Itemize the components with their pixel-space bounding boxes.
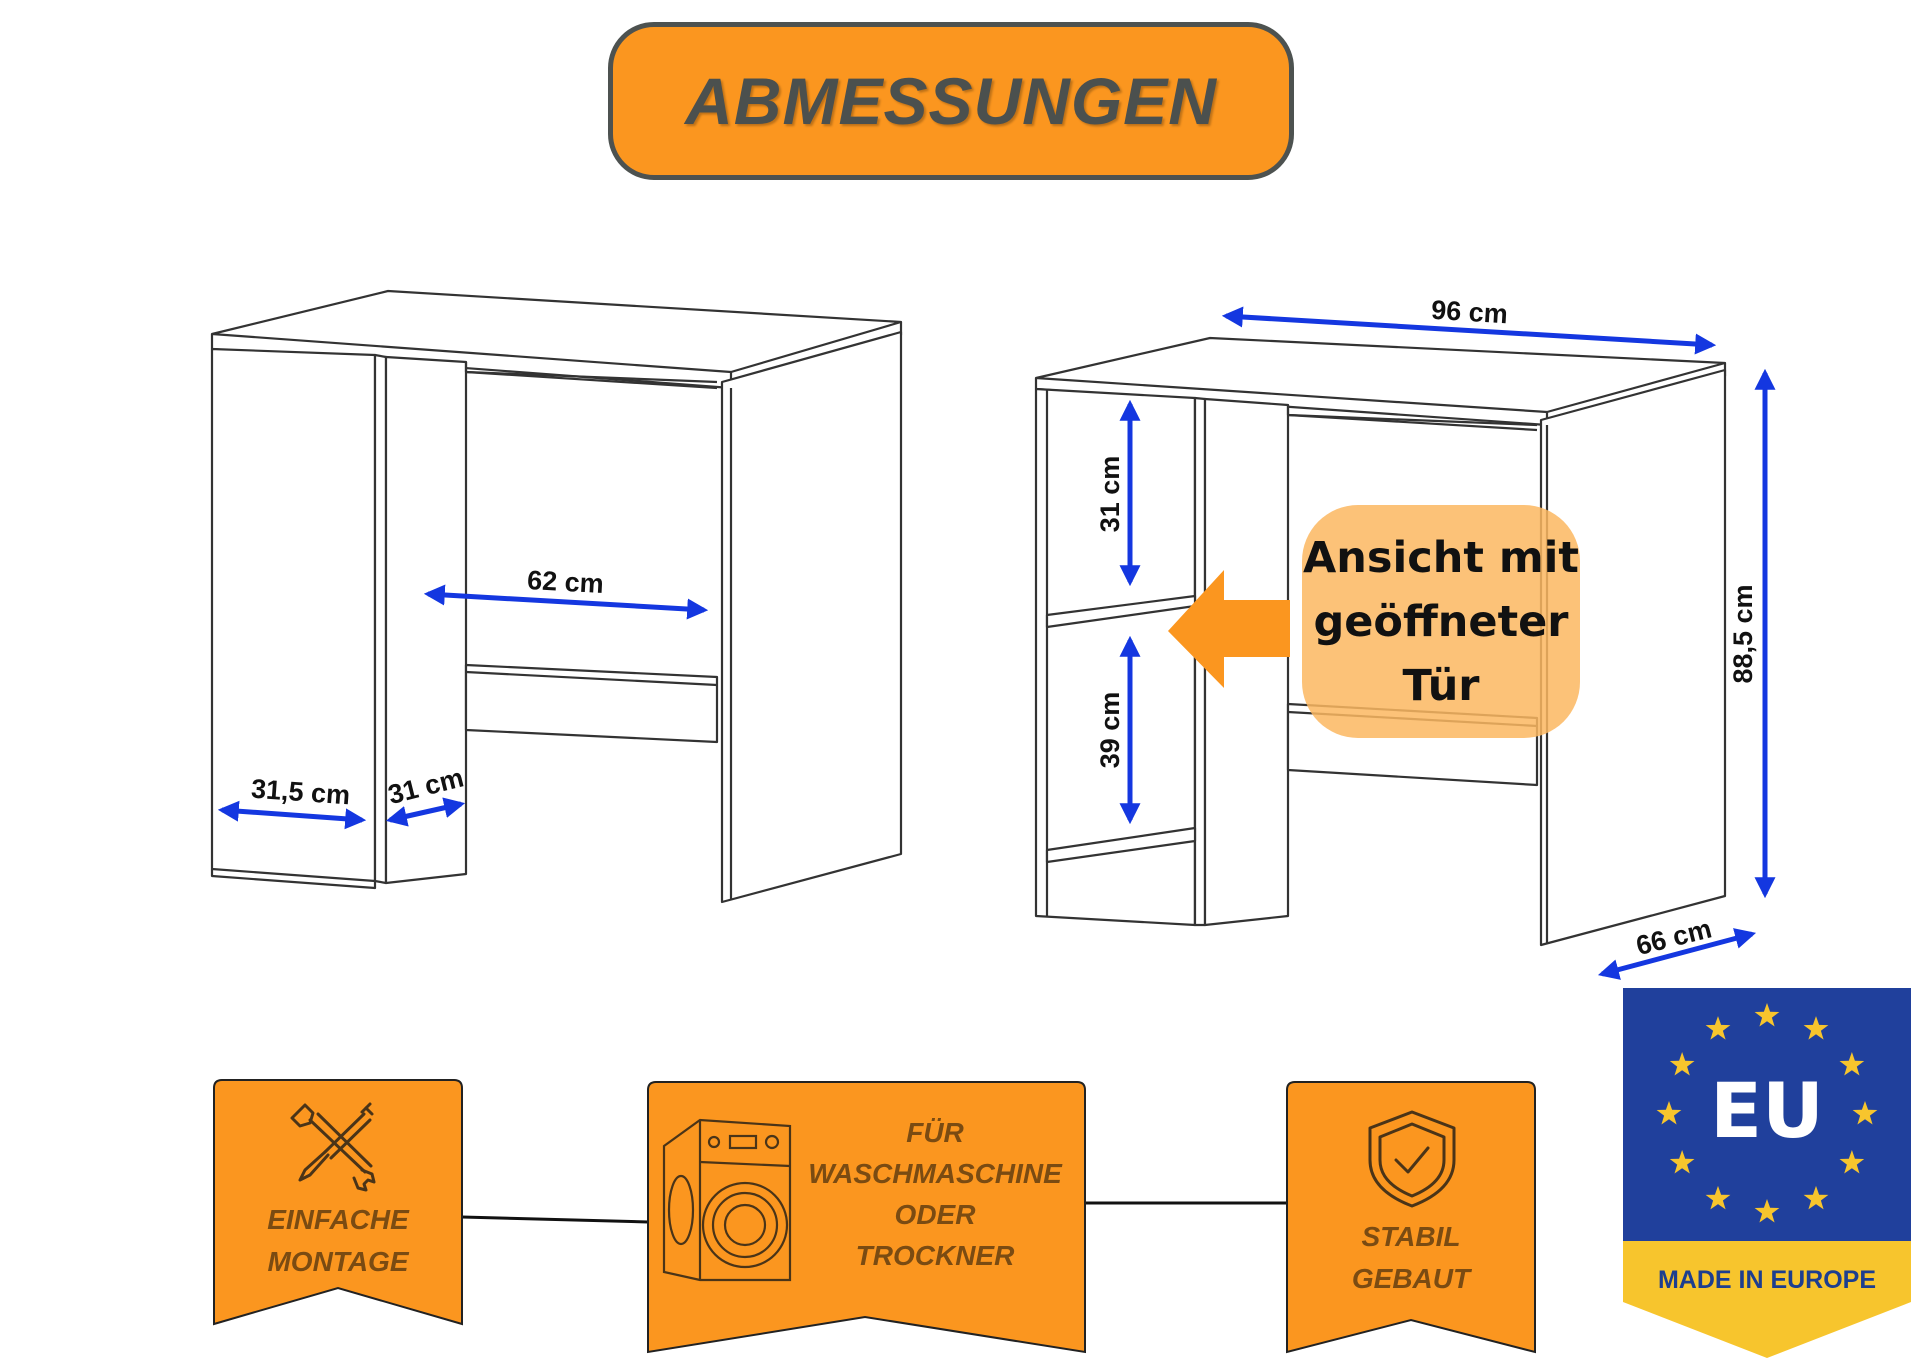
feature-2-line2: WASCHMASCHINE <box>808 1158 1063 1189</box>
dim-label-88-5cm: 88,5 cm <box>1728 584 1758 683</box>
eu-label: EU <box>1710 1066 1824 1155</box>
eu-star <box>1754 1003 1780 1027</box>
feature-2-line4: TROCKNER <box>856 1240 1015 1271</box>
wrench-screwdriver-icon <box>290 1102 376 1192</box>
dimension-arrows <box>217 306 1776 980</box>
desk-closed-view <box>210 289 903 904</box>
eu-star <box>1669 1150 1695 1174</box>
dim-label-39cm-shelf: 39 cm <box>1095 692 1125 769</box>
eu-star <box>1839 1150 1865 1174</box>
feature-2-line1: FÜR <box>906 1117 964 1148</box>
arrow-62cm <box>423 584 709 620</box>
title-banner: ABMESSUNGEN <box>608 22 1294 180</box>
desk-open-view <box>1034 336 1727 947</box>
feature-washing-machine: FÜR WASCHMASCHINE ODER TROCKNER <box>647 1081 1086 1354</box>
feature-sturdy-build: STABIL GEBAUT <box>1286 1081 1536 1354</box>
eu-star <box>1754 1199 1780 1223</box>
feature-easy-assembly: EINFACHE MONTAGE <box>213 1079 463 1326</box>
eu-star <box>1803 1016 1829 1040</box>
dim-label-31-5cm: 31,5 cm <box>250 774 351 811</box>
eu-star <box>1839 1052 1865 1076</box>
feature-3-line2: GEBAUT <box>1352 1263 1473 1294</box>
feature-1-line1: EINFACHE <box>267 1204 410 1235</box>
made-in-europe-label: MADE IN EUROPE <box>1658 1266 1876 1294</box>
arrow-31cm-left <box>385 797 466 827</box>
eu-star <box>1705 1016 1731 1040</box>
arrow-96cm <box>1221 306 1717 355</box>
arrow-31-5cm <box>217 800 367 830</box>
eu-star <box>1803 1185 1829 1210</box>
shield-check-icon <box>1368 1110 1456 1208</box>
feature-connectors <box>461 1201 1287 1224</box>
eu-star <box>1656 1101 1682 1125</box>
dim-label-62cm: 62 cm <box>526 565 604 599</box>
made-in-europe-badge: EU MADE IN EUROPE <box>1623 988 1911 1358</box>
eu-star <box>1705 1185 1731 1210</box>
arrow-66cm <box>1597 928 1757 980</box>
page-title: ABMESSUNGEN <box>685 64 1217 138</box>
eu-star <box>1852 1101 1878 1125</box>
dim-label-96cm: 96 cm <box>1430 295 1508 329</box>
eu-stars <box>1656 1003 1878 1223</box>
dim-label-31cm-shelf: 31 cm <box>1095 456 1125 533</box>
feature-1-line2: MONTAGE <box>267 1246 409 1277</box>
callout-pointer-arrow <box>1168 570 1290 688</box>
eu-star <box>1669 1052 1695 1076</box>
feature-2-line3: ODER <box>895 1199 977 1230</box>
feature-3-line1: STABIL <box>1361 1221 1460 1252</box>
washing-machine-icon <box>662 1118 792 1282</box>
